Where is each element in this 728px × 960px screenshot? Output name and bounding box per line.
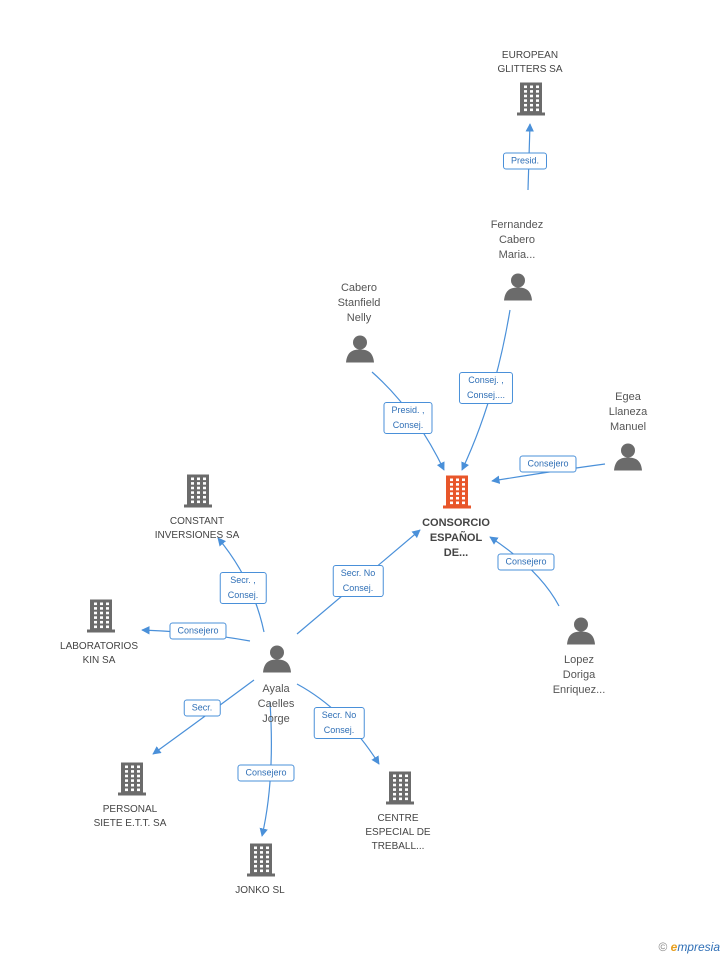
person-icon[interactable] xyxy=(345,335,375,368)
node-label-centre[interactable]: CENTRE ESPECIAL DE TREBALL... xyxy=(365,813,431,852)
edge-label-fernandez-european[interactable]: Presid. xyxy=(502,152,548,170)
edge-label-lopez-main[interactable]: Consejero xyxy=(497,553,555,571)
edge-lopez-main xyxy=(489,536,560,607)
node-label-european[interactable]: EUROPEAN GLITTERS SA xyxy=(497,50,563,75)
node-label-jonko[interactable]: JONKO SL xyxy=(235,885,285,896)
edge-label-ayala-constant[interactable]: Secr. , Consej. xyxy=(219,572,267,604)
edge-ayala-personal xyxy=(152,679,255,755)
footer-brand: © empresia xyxy=(658,940,720,954)
edge-label-fernandez-main[interactable]: Consej. , Consej.... xyxy=(458,372,514,404)
edge-label-cabero-main[interactable]: Presid. , Consej. xyxy=(383,402,433,434)
node-label-ayala[interactable]: Ayala Caelles Jorge xyxy=(257,683,295,725)
node-label-laboratorios[interactable]: LABORATORIOS KIN SA xyxy=(60,641,138,666)
person-icon[interactable] xyxy=(262,645,292,678)
building-icon[interactable] xyxy=(86,599,116,638)
node-label-lopez[interactable]: Lopez Doriga Enriquez... xyxy=(552,654,606,696)
edge-label-ayala-centre[interactable]: Secr. No Consej. xyxy=(313,707,365,739)
building-icon[interactable] xyxy=(183,474,213,513)
person-icon[interactable] xyxy=(566,617,596,650)
person-icon[interactable] xyxy=(613,443,643,476)
building-icon[interactable] xyxy=(246,843,276,882)
node-label-egea[interactable]: Egea Llaneza Manuel xyxy=(608,391,648,433)
building-icon[interactable] xyxy=(385,771,415,810)
node-label-fernandez[interactable]: Fernandez Cabero Maria... xyxy=(490,219,544,261)
node-label-main[interactable]: CONSORCIO ESPAÑOL DE... xyxy=(422,517,490,559)
building-icon[interactable] xyxy=(442,475,472,514)
node-label-personal[interactable]: PERSONAL SIETE E.T.T. SA xyxy=(93,804,167,829)
node-label-cabero[interactable]: Cabero Stanfield Nelly xyxy=(337,282,381,324)
node-label-constant[interactable]: CONSTANT INVERSIONES SA xyxy=(154,516,240,541)
edge-label-ayala-personal[interactable]: Secr. xyxy=(183,699,221,717)
building-icon[interactable] xyxy=(117,762,147,801)
brand-logo-text: mpresia xyxy=(677,940,720,954)
edge-label-egea-main[interactable]: Consejero xyxy=(519,455,577,473)
edge-label-ayala-main[interactable]: Secr. No Consej. xyxy=(332,565,384,597)
building-icon[interactable] xyxy=(516,82,546,121)
edge-label-ayala-jonko[interactable]: Consejero xyxy=(237,764,295,782)
brand-logo-initial: e xyxy=(670,940,678,954)
edge-label-ayala-laboratorios[interactable]: Consejero xyxy=(169,622,227,640)
person-icon[interactable] xyxy=(503,273,533,306)
copyright-icon: © xyxy=(658,940,668,954)
